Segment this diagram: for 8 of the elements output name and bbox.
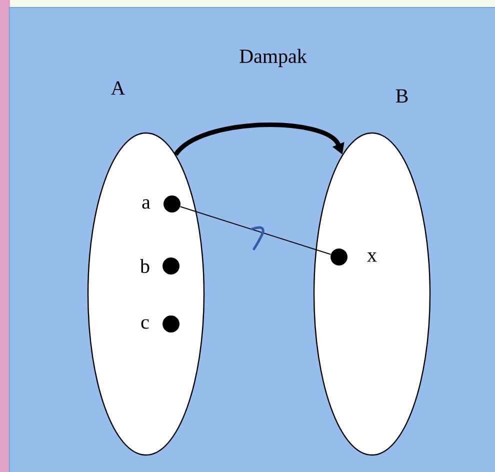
- arrow: [174, 122, 344, 156]
- element-label: b: [140, 258, 150, 274]
- set-label: B: [396, 89, 408, 103]
- element-label: c: [141, 319, 149, 329]
- element-label: x: [367, 252, 377, 262]
- set-label: A: [110, 81, 126, 95]
- edge-label: Dampak: [240, 48, 307, 68]
- element-label: a: [142, 199, 150, 209]
